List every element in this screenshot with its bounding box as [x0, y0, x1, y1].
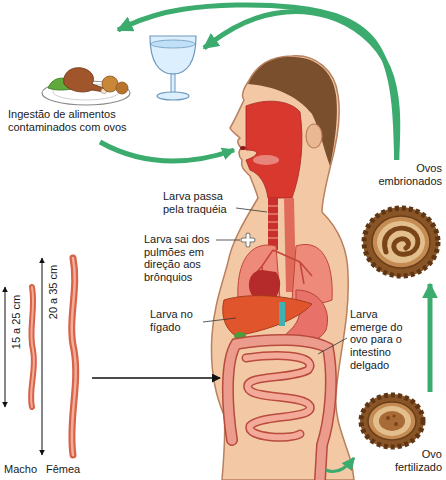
egg-shell	[360, 394, 424, 448]
cycle-arrow	[430, 284, 431, 392]
egg-granule	[394, 422, 398, 426]
node-label: Ovos embrionados	[370, 162, 442, 187]
node-label: Ingestão de alimentos contaminados com o…	[8, 108, 158, 133]
small-intestine	[246, 356, 310, 438]
lung-marker-outline	[243, 235, 253, 245]
tongue	[253, 155, 279, 165]
lung-marker	[243, 235, 253, 245]
dimension-line	[42, 258, 43, 455]
label-holder: Larva emerge do ovo para o intestino del…	[350, 308, 410, 371]
leader-line	[203, 318, 236, 322]
label-holder: Larva sai dos pulmões em direção aos brô…	[144, 233, 216, 284]
embryonated-egg	[363, 207, 439, 277]
egg-granule	[393, 415, 396, 418]
drumstick	[64, 68, 104, 92]
female-worm	[72, 258, 76, 455]
label-holder: Fêmea	[46, 463, 80, 476]
ear	[306, 124, 322, 148]
stage-node: Ovo fertilizado	[352, 392, 444, 478]
male-worm	[31, 287, 34, 407]
female-worm-highlight	[72, 258, 76, 455]
large-intestine-outline	[228, 340, 331, 480]
label-holder: Larva passa pela traquéia	[163, 190, 238, 215]
large-intestine	[228, 340, 331, 480]
location-arrow	[92, 377, 220, 379]
cycle-arrow	[118, 5, 398, 160]
coiled-larva	[385, 228, 418, 254]
node-label: Ovo fertilizado	[384, 448, 442, 473]
water-glass	[150, 36, 196, 100]
step-label: Larva emerge do ovo para o intestino del…	[350, 308, 410, 371]
leader-line	[236, 208, 267, 212]
pancreas	[279, 302, 285, 326]
dimension-line	[5, 287, 6, 407]
ingestion-arrow	[100, 142, 234, 161]
dimension-label: 15 a 25 cm	[10, 295, 23, 349]
trachea	[268, 198, 278, 250]
egg-shell-bumps	[364, 208, 438, 276]
glass-bowl	[150, 36, 196, 74]
glass-base	[157, 92, 189, 100]
label-holder: 20 a 35 cm	[47, 265, 60, 319]
fertilized-egg	[360, 394, 424, 448]
food-plate	[42, 68, 130, 105]
cycle-arrow-path	[118, 5, 397, 160]
egg-shell-bumps	[361, 395, 423, 447]
sex-label: Macho	[4, 463, 37, 476]
label-holder: Macho	[4, 463, 37, 476]
step-label: Larva passa pela traquéia	[163, 190, 238, 215]
dimension-label: 20 a 35 cm	[47, 265, 60, 319]
egg-inner-shell	[372, 216, 430, 268]
egg-interior	[377, 221, 425, 263]
mouth	[240, 146, 246, 150]
label-holder: 15 a 25 cm	[10, 295, 23, 349]
potato	[116, 82, 128, 94]
liver	[223, 296, 312, 336]
egg-shell	[363, 207, 439, 277]
stage-node: Ovos embrionados	[358, 160, 444, 284]
egg-granule	[386, 416, 390, 420]
male-worm-highlight	[31, 287, 34, 407]
potato	[102, 76, 118, 92]
egg-interior	[373, 406, 411, 436]
egg-inner-shell	[368, 402, 416, 440]
trachea-rings	[268, 206, 278, 238]
pharynx	[246, 101, 302, 198]
stage-node: Ingestão de alimentos contaminados com o…	[4, 30, 204, 138]
egg-cell-mass	[379, 411, 405, 431]
step-label: Larva no fígado	[150, 308, 200, 333]
step-label: Larva sai dos pulmões em direção aos brô…	[144, 233, 216, 284]
human-body	[212, 56, 355, 480]
water-surface	[151, 40, 195, 48]
cycle-arrow-path	[428, 284, 433, 392]
leader-line	[216, 240, 240, 241]
glass-stem	[171, 74, 175, 94]
leader-line	[318, 338, 347, 354]
label-holder: Larva no fígado	[150, 308, 200, 333]
small-intestine-outline	[246, 356, 310, 438]
sex-label: Fêmea	[46, 463, 80, 476]
excretion-arrow	[326, 458, 354, 472]
